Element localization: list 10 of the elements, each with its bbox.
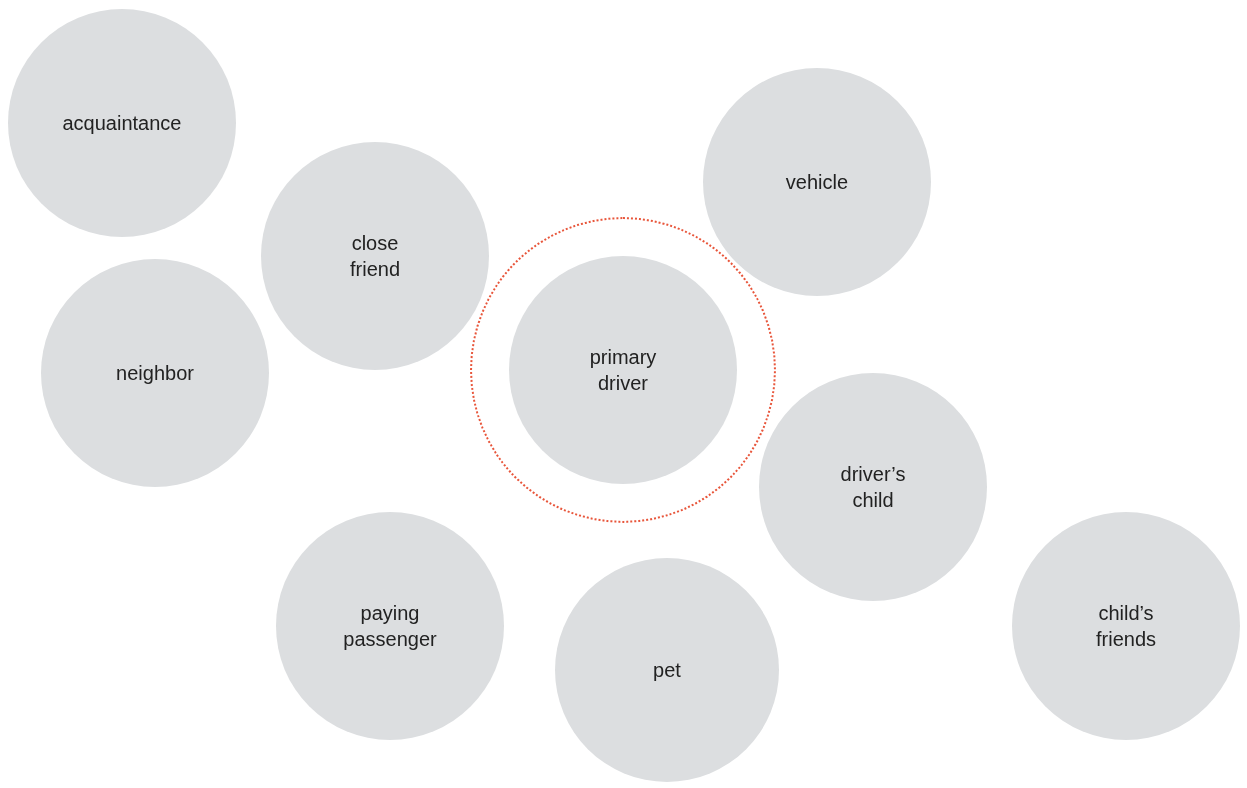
node-label: child’s friends [1096,601,1156,652]
node-label: acquaintance [62,111,182,136]
node-label: neighbor [116,361,194,386]
node-label: paying passenger [343,601,437,652]
node-label: vehicle [785,170,849,195]
node-label: driver’s child [840,462,906,513]
node-label: close friend [350,231,400,282]
node-label: pet [653,658,681,683]
dotted-highlight-ring [470,217,776,523]
node-label: primary driver [589,345,657,396]
